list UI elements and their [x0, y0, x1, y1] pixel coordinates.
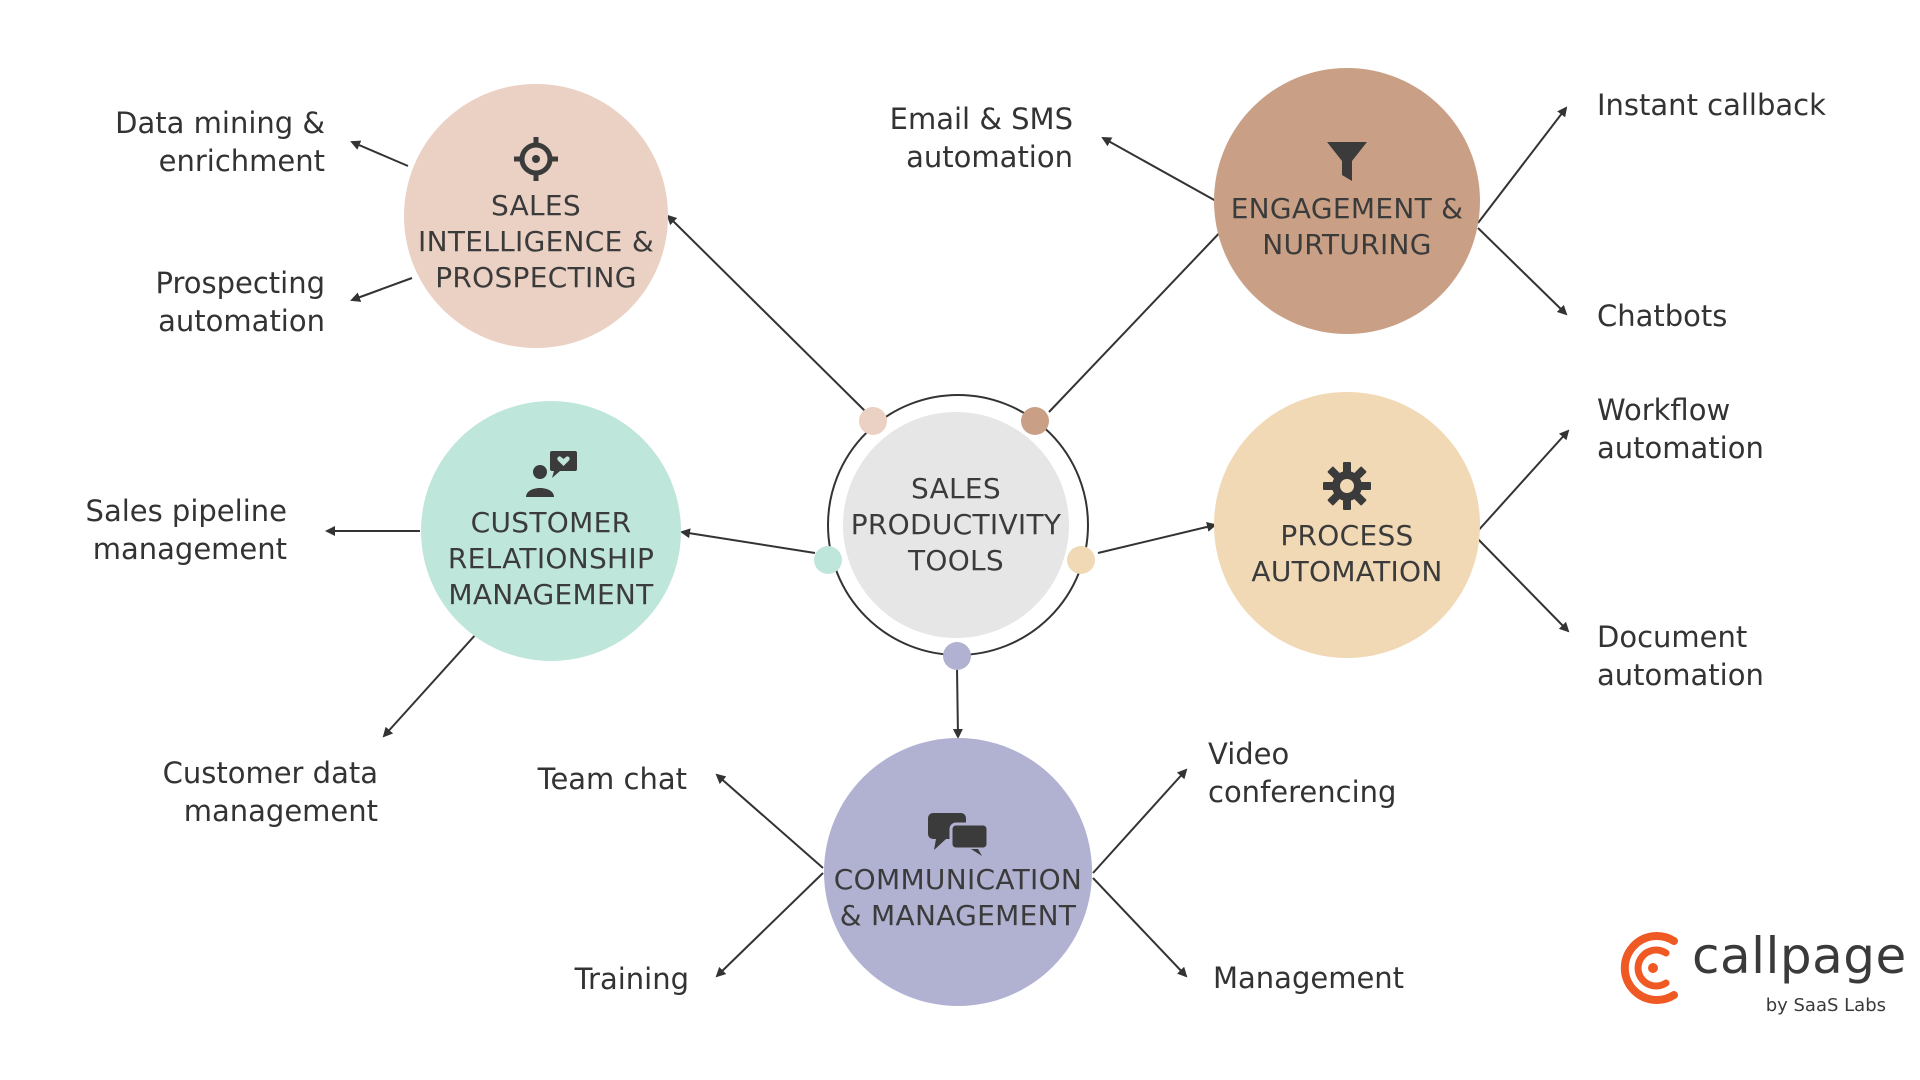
node-engagement-nurturing: ENGAGEMENT & NURTURING [1214, 68, 1480, 334]
node-customer-relationship: CUSTOMER RELATIONSHIP MANAGEMENT [421, 401, 681, 661]
link-center-sales-intel [666, 214, 867, 413]
link-prospecting [350, 277, 413, 302]
communication-label: COMMUNICATION & MANAGEMENT [833, 863, 1083, 932]
chat-bubbles-icon [928, 813, 990, 856]
ring-dot-communication [943, 642, 971, 670]
node-sales-intelligence: SALES INTELLIGENCE & PROSPECTING [404, 84, 668, 348]
sales-intelligence-label: SALES INTELLIGENCE & PROSPECTING [418, 189, 654, 294]
link-customer-data [382, 632, 478, 738]
leaf-document-automation: Document automation [1597, 620, 1764, 692]
crm-label: CUSTOMER RELATIONSHIP MANAGEMENT [447, 506, 655, 611]
link-center-process [1097, 521, 1217, 554]
link-workflow [1475, 429, 1570, 534]
logo-byline: by SaaS Labs [1765, 995, 1886, 1016]
link-video [1092, 768, 1188, 874]
link-data-mining [350, 140, 409, 167]
process-label: PROCESS AUTOMATION [1251, 519, 1443, 588]
logo-wordmark: callpage [1692, 927, 1907, 985]
user-heart-chat-icon [526, 451, 577, 497]
link-team-chat [715, 773, 824, 869]
leaf-email-sms: Email & SMS automation [889, 102, 1073, 174]
link-center-engagement [1048, 224, 1228, 413]
link-email-sms [1101, 137, 1217, 202]
node-process-automation: PROCESS AUTOMATION [1214, 392, 1480, 658]
node-communication-management: COMMUNICATION & MANAGEMENT [824, 738, 1092, 1006]
link-chatbots [1477, 227, 1568, 316]
ring-dot-sales-intel [859, 407, 887, 435]
leaf-data-mining: Data mining & enrichment [115, 106, 325, 178]
link-center-communication [952, 667, 963, 739]
callpage-logo: callpage by SaaS Labs [1618, 925, 1906, 1025]
leaf-video-conferencing: Video conferencing [1208, 737, 1397, 809]
link-document [1475, 536, 1570, 633]
ring-dot-crm [814, 546, 842, 574]
center-label: SALES PRODUCTIVITY TOOLS [850, 472, 1062, 577]
link-instant-callback [1477, 106, 1568, 224]
engagement-label: ENGAGEMENT & NURTURING [1230, 192, 1464, 261]
leaf-workflow-automation: Workflow automation [1597, 393, 1764, 465]
link-management [1092, 877, 1188, 978]
gear-icon [1323, 462, 1371, 510]
ring-dot-engagement [1021, 407, 1049, 435]
leaf-customer-data: Customer data management [162, 756, 378, 828]
leaf-chatbots: Chatbots [1597, 299, 1728, 333]
leaf-sales-pipeline: Sales pipeline management [85, 494, 287, 566]
callpage-logo-mark [1620, 932, 1678, 1004]
link-center-crm [680, 528, 816, 554]
leaf-prospecting-automation: Prospecting automation [155, 266, 325, 338]
leaf-training: Training [574, 962, 689, 996]
crosshair-icon [514, 137, 558, 181]
leaf-management: Management [1213, 961, 1405, 995]
leaf-team-chat: Team chat [537, 762, 687, 796]
center-node: SALES PRODUCTIVITY TOOLS [843, 412, 1069, 638]
leaf-instant-callback: Instant callback [1597, 88, 1826, 122]
ring-dot-process [1067, 546, 1095, 574]
funnel-icon [1327, 142, 1367, 181]
link-training [715, 872, 824, 978]
